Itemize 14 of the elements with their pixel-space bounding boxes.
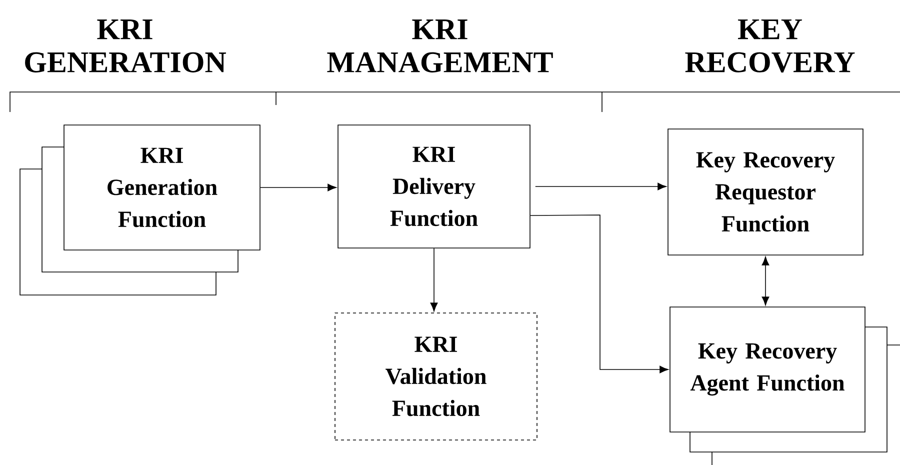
arrow [430,248,438,312]
column-heading: KEY RECOVERY [685,19,855,73]
function-box: KRI Validation Function [334,312,538,440]
stacked-function-box: Key Recovery Agent Function [670,306,900,465]
function-box: Key Recovery Requestor Function [668,128,864,256]
arrow [762,256,770,306]
arrow [535,182,666,190]
column-heading: KRI MANAGEMENT [327,20,553,72]
column-heading: KRI GENERATION [25,20,226,72]
node-label: KRI [140,148,183,163]
arrow [530,214,668,374]
stacked-function-box: KRI Generation Function [20,124,260,296]
function-box: KRI Delivery Function [338,124,530,248]
arrow [260,184,336,192]
